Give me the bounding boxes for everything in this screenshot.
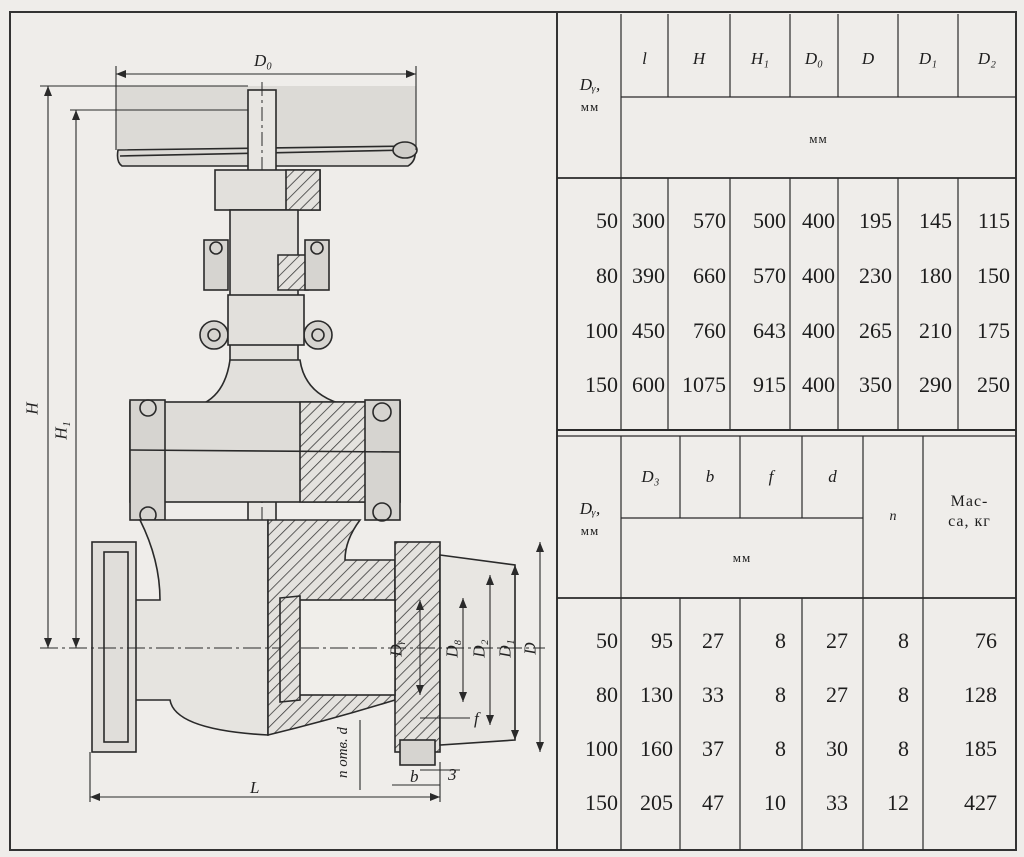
table2-cell: 8 — [775, 682, 786, 707]
label-3: 3 — [448, 765, 457, 784]
table1-cell: 570 — [753, 263, 786, 288]
table2-cell: 427 — [964, 790, 997, 815]
table1-cell: 400 — [802, 372, 835, 397]
table2-header-f: f — [768, 467, 774, 486]
table1-cell: 175 — [977, 318, 1010, 343]
table2-cell: 10 — [764, 790, 786, 815]
table1-cell: 400 — [802, 318, 835, 343]
table1-cell: 350 — [859, 372, 892, 397]
label-l: L — [250, 778, 260, 797]
table1-unit-row: мм — [809, 131, 828, 146]
table2-cell: 47 — [702, 790, 724, 815]
table1-cell: 80 — [596, 263, 618, 288]
table2-cell: 27 — [826, 682, 848, 707]
table1-cell: 100 — [585, 318, 618, 343]
table2-cell: 50 — [596, 628, 618, 653]
table2-cell: 37 — [702, 736, 724, 761]
table1-cell: 230 — [859, 263, 892, 288]
table1-cell: 500 — [753, 208, 786, 233]
table1-cell: 300 — [632, 208, 665, 233]
table2-cell: 76 — [975, 628, 997, 653]
table2-cell: 128 — [964, 682, 997, 707]
table2-cell: 12 — [887, 790, 909, 815]
table2-cell: 30 — [826, 736, 848, 761]
table1-cell: 400 — [802, 263, 835, 288]
table2-cell: 95 — [651, 628, 673, 653]
label-d0: D₀ — [254, 51, 273, 70]
table2-cell: 27 — [702, 628, 724, 653]
table1-cell: 915 — [753, 372, 786, 397]
table1-cell: 50 — [596, 208, 618, 233]
table1-header-d2: D₂ — [977, 49, 997, 68]
table1-cell: 570 — [693, 208, 726, 233]
table2-dy-unit: мм — [580, 523, 600, 538]
table1-header-d0: D₀ — [804, 49, 824, 68]
table2-cell: 33 — [826, 790, 848, 815]
table2-cell: 8 — [775, 736, 786, 761]
table2-header-b: b — [705, 467, 715, 486]
table1-cell: 265 — [859, 318, 892, 343]
table2-cell: 80 — [596, 682, 618, 707]
table1-header-h: H — [692, 49, 706, 68]
table2-header-n: n — [889, 509, 897, 524]
table1-cell: 195 — [859, 208, 892, 233]
table2-header-d: d — [828, 467, 837, 486]
table1-cell: 115 — [977, 208, 1010, 233]
table2-cell: 150 — [585, 790, 618, 815]
table2-header-d3: D₃ — [641, 467, 660, 486]
table1-cell: 600 — [632, 372, 665, 397]
table1-cell: 290 — [919, 372, 952, 397]
table2-cell: 27 — [826, 628, 848, 653]
table1-header-d1: D₁ — [918, 49, 938, 68]
table1-cell: 1075 — [682, 372, 726, 397]
table2-cell: 205 — [640, 790, 673, 815]
table2-cell: 33 — [702, 682, 724, 707]
table1-cell: 145 — [919, 208, 952, 233]
table1-cell: 150 — [977, 263, 1010, 288]
table2-cell: 8 — [898, 682, 909, 707]
table1-header-l: l — [642, 49, 647, 68]
table2-cell: 8 — [898, 628, 909, 653]
table2-header-mass-1: Мас- — [950, 493, 989, 510]
table2-cell: 8 — [775, 628, 786, 653]
table2-cell: 8 — [898, 736, 909, 761]
table2-cell: 185 — [964, 736, 997, 761]
table1-cell: 643 — [753, 318, 786, 343]
table1-dy-unit: мм — [580, 99, 600, 114]
label-b: b — [410, 767, 419, 786]
table1-cell: 250 — [977, 372, 1010, 397]
table1-dy-header: Dᵧ, — [579, 75, 601, 94]
table1-header-h1: H₁ — [750, 49, 770, 68]
table1-cell: 180 — [919, 263, 952, 288]
table2-cell: 100 — [585, 736, 618, 761]
table1-cell: 450 — [632, 318, 665, 343]
table2-cell: 160 — [640, 736, 673, 761]
table1-cell: 400 — [802, 208, 835, 233]
table1-cell: 150 — [585, 372, 618, 397]
label-f: f — [474, 709, 479, 728]
table1-cell: 390 — [632, 263, 665, 288]
table1-header-d: D — [861, 49, 875, 68]
table1-cell: 760 — [693, 318, 726, 343]
table2-header-mass-2: са, кг — [948, 513, 991, 530]
table2-unit-row: мм — [732, 550, 752, 565]
table1-cell: 210 — [919, 318, 952, 343]
table1-cell: 660 — [693, 263, 726, 288]
table2-cell: 130 — [640, 682, 673, 707]
table2-dy-header: Dᵧ, — [579, 499, 601, 518]
